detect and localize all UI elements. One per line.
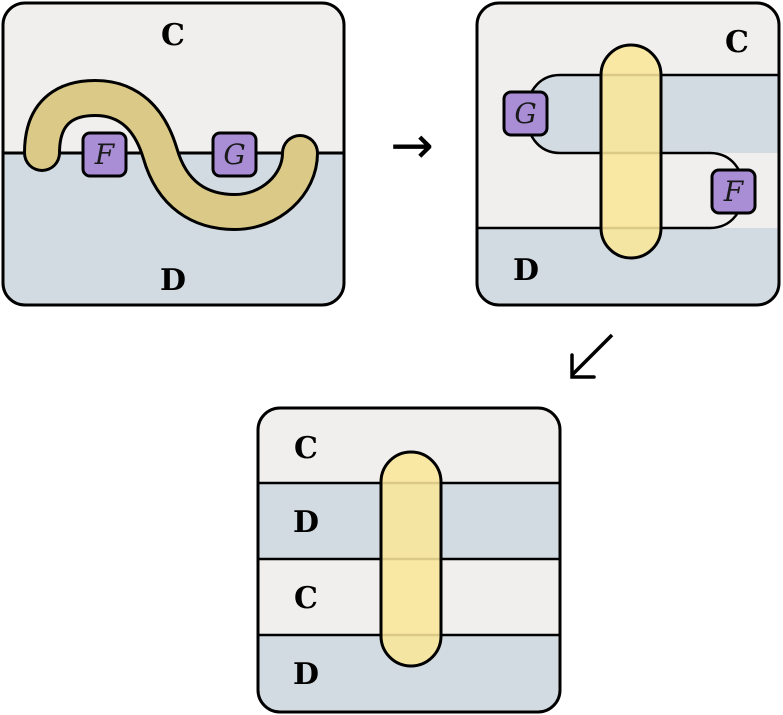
label-d: D [513,253,539,288]
box-f-label: F [94,138,116,171]
panel-frame [256,406,562,714]
label-c: C [161,18,185,53]
label-d: D [160,263,186,298]
label-d: D [293,505,319,540]
label-c: C [294,431,318,466]
label-c: C [725,25,749,60]
arrow-down-left-icon [570,333,614,379]
panel-3: C D C D [256,406,562,714]
box-f: F [81,131,128,178]
panel-frame [475,1,781,307]
box-f-label: F [723,175,745,208]
string-wire [599,43,663,260]
panel-1: F G C D [1,1,346,307]
panel-frame [1,1,346,307]
box-g: G [502,90,549,137]
string-wire [26,81,316,229]
box-g: G [211,131,258,178]
label-d: D [293,657,319,692]
label-c: C [294,581,318,616]
box-g-label: G [514,97,536,130]
string-wire [379,450,443,668]
panel-2: G F C D [475,1,781,307]
box-g-label: G [223,138,245,171]
d-region-bottom [477,228,779,305]
arrow-right-icon: → [390,116,434,176]
box-f: F [710,168,757,215]
